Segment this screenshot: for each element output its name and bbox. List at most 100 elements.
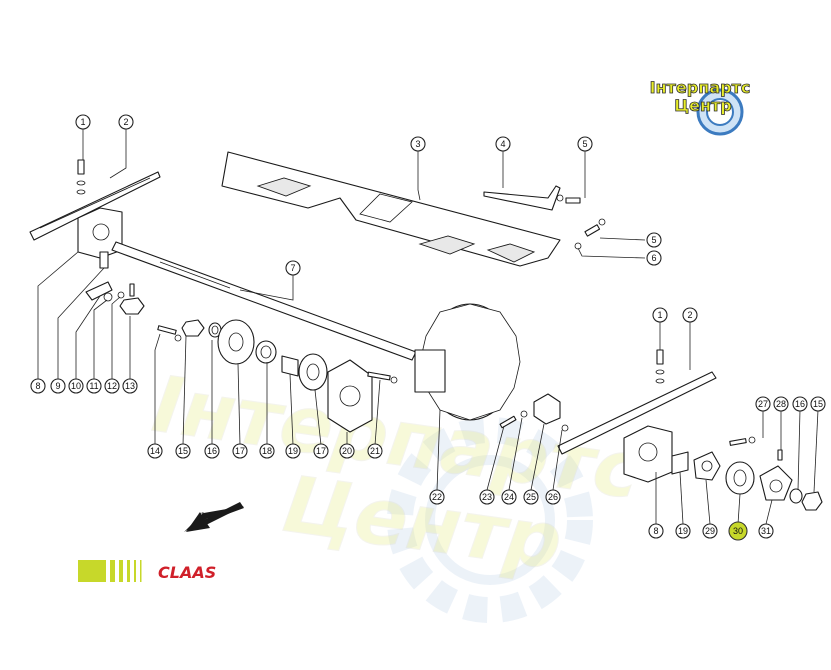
arrow-down-left-icon <box>184 502 244 532</box>
callout-23[interactable]: 23 <box>479 489 495 505</box>
watermark: Інтерпартс Центр <box>147 359 646 588</box>
callout-label: 15 <box>813 399 823 409</box>
part-bar-left <box>29 171 161 241</box>
logo: Інтерпартс Центр <box>649 78 751 136</box>
part-bolt-1-right <box>655 349 665 384</box>
callout-label: 18 <box>262 446 272 456</box>
part-plate-20 <box>327 359 373 433</box>
callout-11[interactable]: 11 <box>86 378 102 394</box>
callout-17-right[interactable]: 17 <box>313 443 329 459</box>
part-flange-17-right <box>298 353 328 391</box>
callout-16-right[interactable]: 16 <box>792 396 808 412</box>
callout-3[interactable]: 3 <box>410 136 426 152</box>
callout-label: 2 <box>123 117 128 127</box>
callout-label: 15 <box>178 446 188 456</box>
part-fan <box>414 303 521 421</box>
callout-21[interactable]: 21 <box>367 443 383 459</box>
callout-24[interactable]: 24 <box>501 489 517 505</box>
callout-label: 8 <box>653 526 658 536</box>
callout-2-left[interactable]: 2 <box>118 114 134 130</box>
callout-27[interactable]: 27 <box>755 396 771 412</box>
part-bar-right <box>557 371 717 455</box>
callout-28[interactable]: 28 <box>773 396 789 412</box>
part-hardware-9-13 <box>85 281 145 315</box>
callout-5-top[interactable]: 5 <box>577 136 593 152</box>
callout-7[interactable]: 7 <box>285 260 301 276</box>
part-bracket-right <box>623 425 673 483</box>
callout-5-side[interactable]: 5 <box>646 232 662 248</box>
callout-1-left[interactable]: 1 <box>75 114 91 130</box>
callout-19-right[interactable]: 19 <box>675 523 691 539</box>
callout-label: 7 <box>290 263 295 273</box>
callout-label: 17 <box>235 446 245 456</box>
callout-16-left[interactable]: 16 <box>204 443 220 459</box>
callout-label: 1 <box>657 310 662 320</box>
callout-14[interactable]: 14 <box>147 443 163 459</box>
callout-label: 28 <box>776 399 786 409</box>
callout-8-right[interactable]: 8 <box>648 523 664 539</box>
leader-lines <box>37 128 819 525</box>
callout-6[interactable]: 6 <box>646 250 662 266</box>
callout-13[interactable]: 13 <box>122 378 138 394</box>
callout-label: 20 <box>342 446 352 456</box>
callout-31[interactable]: 31 <box>758 523 774 539</box>
callout-label: 4 <box>500 139 505 149</box>
callout-label: 19 <box>678 526 688 536</box>
part-nut-15-left <box>181 319 205 337</box>
watermark-gear-icon <box>387 417 593 623</box>
part-bearing-18 <box>255 340 277 364</box>
part-sleeve-19-right <box>671 451 689 475</box>
part-flange-17-left <box>217 319 255 365</box>
logo-line1: Інтерпартс <box>650 78 751 97</box>
callout-label: 23 <box>482 492 492 502</box>
brand-name: CLAAS <box>158 563 216 582</box>
callout-label: 30 <box>733 526 743 536</box>
callout-label: 1 <box>80 117 85 127</box>
part-sleeve-19-left <box>281 355 299 377</box>
part-23-26-small <box>499 393 569 432</box>
callout-19-left[interactable]: 19 <box>285 443 301 459</box>
callout-1-right[interactable]: 1 <box>652 307 668 323</box>
callout-label: 3 <box>415 139 420 149</box>
callout-26[interactable]: 26 <box>545 489 561 505</box>
callout-9[interactable]: 9 <box>50 378 66 394</box>
callout-15-left[interactable]: 15 <box>175 443 191 459</box>
part-flange-29 <box>693 451 721 481</box>
callout-label: 22 <box>432 492 442 502</box>
logo-line2: Центр <box>674 96 731 115</box>
callout-label: 25 <box>526 492 536 502</box>
callout-30-highlighted[interactable]: 30 <box>728 521 748 541</box>
callout-label: 13 <box>125 381 135 391</box>
claas-logo: CLAAS <box>78 560 216 582</box>
callout-label: 12 <box>107 381 117 391</box>
part-cover <box>221 151 561 267</box>
callout-2-right[interactable]: 2 <box>682 307 698 323</box>
callout-label: 2 <box>687 310 692 320</box>
callout-22[interactable]: 22 <box>429 489 445 505</box>
callout-4[interactable]: 4 <box>495 136 511 152</box>
callout-label: 27 <box>758 399 768 409</box>
callout-label: 8 <box>35 381 40 391</box>
callout-10[interactable]: 10 <box>68 378 84 394</box>
callout-label: 10 <box>71 381 81 391</box>
part-nut-15-right <box>801 491 823 511</box>
callout-20[interactable]: 20 <box>339 443 355 459</box>
callout-29[interactable]: 29 <box>702 523 718 539</box>
callout-label: 26 <box>548 492 558 502</box>
callout-18[interactable]: 18 <box>259 443 275 459</box>
callout-label: 14 <box>150 446 160 456</box>
part-shaft <box>111 241 417 361</box>
callout-label: 6 <box>651 253 656 263</box>
part-strip <box>483 185 581 211</box>
callout-15-right[interactable]: 15 <box>810 396 826 412</box>
part-bracket-left <box>77 207 123 269</box>
callout-label: 5 <box>582 139 587 149</box>
callout-8-left[interactable]: 8 <box>30 378 46 394</box>
callout-12[interactable]: 12 <box>104 378 120 394</box>
callout-17-left[interactable]: 17 <box>232 443 248 459</box>
part-27-28 <box>729 436 783 461</box>
callout-label: 24 <box>504 492 514 502</box>
callout-label: 29 <box>705 526 715 536</box>
callout-25[interactable]: 25 <box>523 489 539 505</box>
